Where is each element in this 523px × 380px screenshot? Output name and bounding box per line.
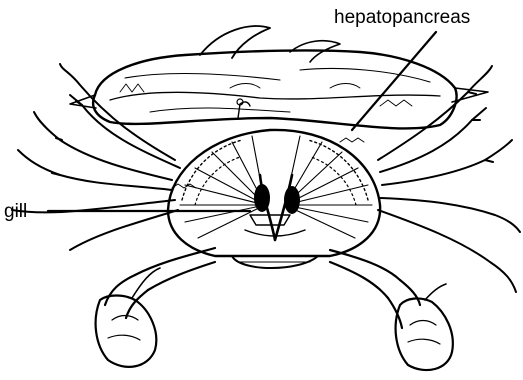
right-claw <box>330 250 453 370</box>
hepatopancreas-label: hepatopancreas <box>334 8 470 27</box>
gill-label: gill <box>4 202 27 221</box>
hepatopancreas-leader-line <box>352 32 436 130</box>
right-legs <box>378 66 520 292</box>
carapace <box>70 26 488 128</box>
left-claw <box>96 248 215 367</box>
